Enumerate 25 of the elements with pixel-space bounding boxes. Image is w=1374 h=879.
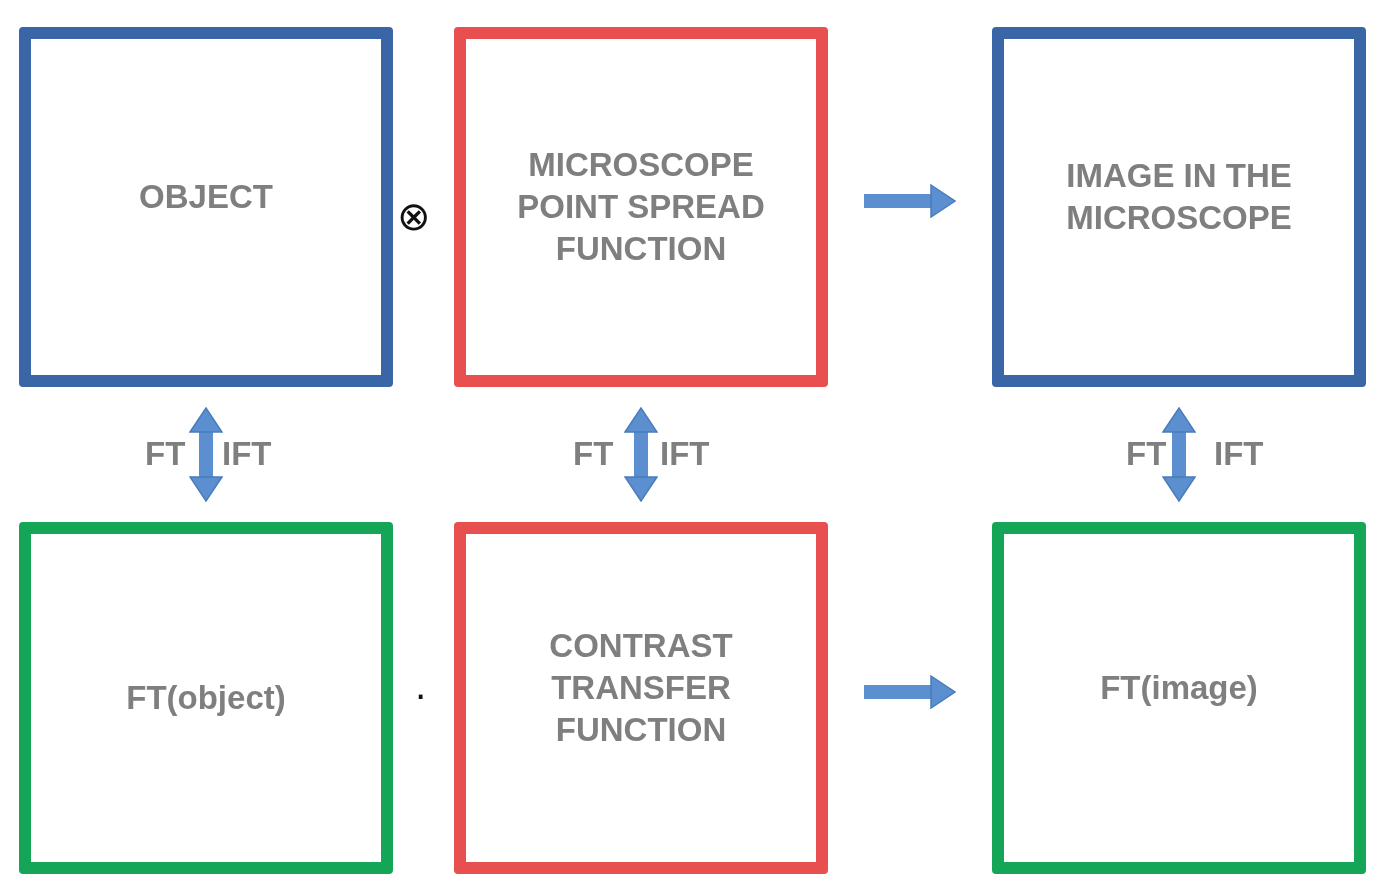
process-box <box>992 27 1366 387</box>
transform-label: IFT <box>660 437 710 470</box>
convolution-symbol: ⊗ <box>397 196 431 236</box>
block-arrow <box>624 407 658 502</box>
box-label: OBJECT <box>139 177 273 218</box>
block-arrow <box>864 675 956 709</box>
transform-label: FT <box>573 437 614 470</box>
box-label: FT(image) <box>1100 668 1258 709</box>
process-box <box>19 27 393 387</box>
process-box <box>19 522 393 874</box>
process-box <box>454 27 828 387</box>
block-arrow <box>189 407 223 502</box>
box-label: IMAGE IN THE MICROSCOPE <box>1065 156 1293 238</box>
transform-label: FT <box>1126 437 1167 470</box>
box-label: MICROSCOPE POINT SPREAD FUNCTION <box>516 145 766 269</box>
transform-label: FT <box>145 437 186 470</box>
block-arrow <box>864 184 956 218</box>
multiplication-symbol: · <box>414 674 428 714</box>
box-label: FT(object) <box>126 678 286 719</box>
transform-label: IFT <box>222 437 272 470</box>
transform-label: IFT <box>1214 437 1264 470</box>
box-label: CONTRAST TRANSFER FUNCTION <box>548 626 734 750</box>
process-box <box>454 522 828 874</box>
block-arrow <box>1162 407 1196 502</box>
process-box <box>992 522 1366 874</box>
